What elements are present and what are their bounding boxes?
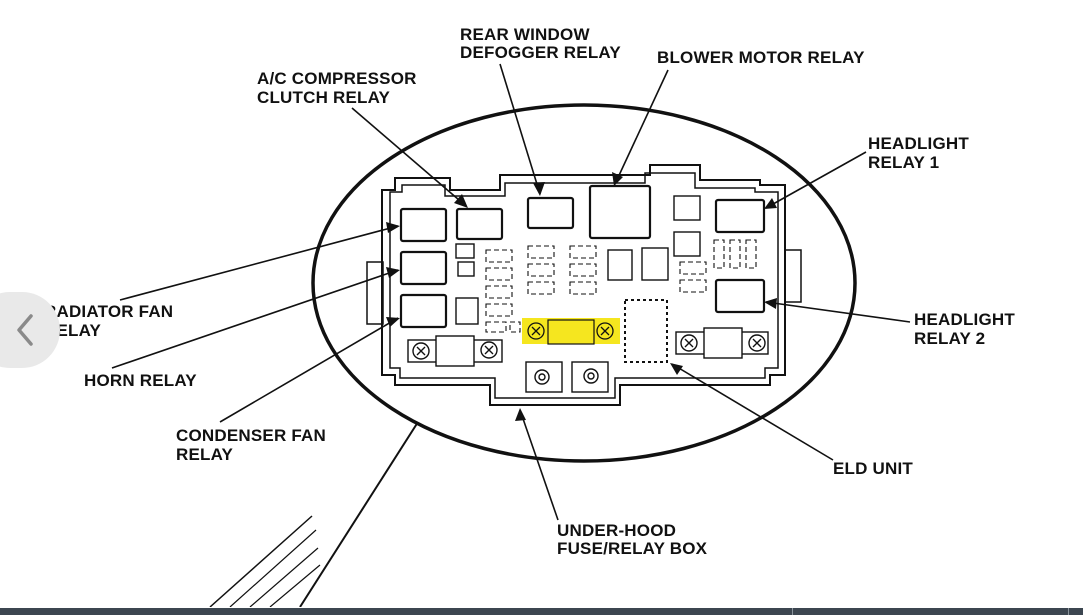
label-headlight-relay-1: HEADLIGHT RELAY 1 [868,134,974,172]
arrowheads [386,172,777,421]
leader-lines [111,63,911,521]
label-eld-unit: ELD UNIT [833,459,913,478]
labels: REAR WINDOW DEFOGGER RELAY BLOWER MOTOR … [44,25,1020,558]
relay-horn [399,250,448,286]
label-rear-window-defogger-relay: REAR WINDOW DEFOGGER RELAY [460,25,621,62]
relay-ac-compressor [455,207,504,241]
label-condenser-fan-relay: CONDENSER FAN RELAY [176,426,331,464]
bottom-toolbar-edge [0,608,1083,615]
previous-image-button[interactable] [0,292,60,368]
relays [399,184,766,329]
label-headlight-relay-2: HEADLIGHT RELAY 2 [914,310,1020,348]
eld-unit-box [624,299,668,363]
small-fuses [455,195,701,325]
screw-terminals [407,327,769,393]
relay-radiator-fan [399,207,448,243]
zoom-ellipse [311,103,857,463]
relay-blower-motor [588,184,652,240]
relay-rear-defogger [526,196,575,230]
fuse-box [366,164,802,406]
chevron-left-icon [17,314,33,346]
mini-fuse-grid [485,239,757,333]
highlighted-fuse [522,318,620,345]
label-under-hood-fuse-relay-box: UNDER-HOOD FUSE/RELAY BOX [557,521,708,558]
relay-headlight-2 [714,278,766,314]
label-blower-motor-relay: BLOWER MOTOR RELAY [657,48,865,67]
label-ac-compressor-clutch-relay: A/C COMPRESSOR CLUTCH RELAY [257,69,422,107]
car-body-lines [209,421,419,607]
relay-condenser-fan [399,293,448,329]
label-horn-relay: HORN RELAY [84,371,197,390]
relay-headlight-1 [714,198,766,234]
label-radiator-fan-relay: RADIATOR FAN RELAY [44,302,178,340]
